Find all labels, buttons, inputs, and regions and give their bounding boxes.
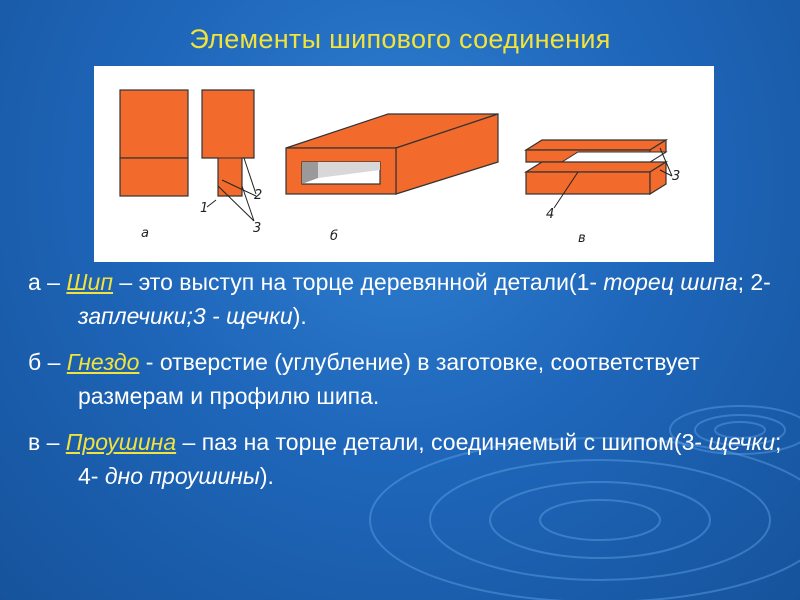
label-b: б <box>330 229 338 244</box>
part-a-blocks <box>119 89 255 197</box>
joint-elements-figure: а 1 2 3 б 3 4 <box>94 66 714 262</box>
definitions-text: а – Шип – это выступ на торце деревянной… <box>28 265 788 505</box>
term-tenon: Шип <box>66 269 113 295</box>
term-mortise: Гнездо <box>66 349 140 375</box>
item-text: ). <box>259 463 274 489</box>
item-text: ; 4- <box>78 429 782 489</box>
label-2: 2 <box>254 188 262 203</box>
item-italic: торец шипа <box>603 269 738 295</box>
part-a-leaders <box>206 157 257 222</box>
label-1: 1 <box>200 201 208 216</box>
item-text: ; 2- <box>737 269 771 295</box>
item-text: – это выступ на торце деревянной детали(… <box>113 269 604 295</box>
definition-bridle: в – Проушина – паз на торце детали, соед… <box>28 425 788 493</box>
slide-title: Элементы шипового соединения <box>189 24 611 54</box>
label-a: а <box>141 226 149 241</box>
item-letter: а <box>28 269 41 295</box>
bridle-block <box>523 138 669 196</box>
item-italic: дно проушины <box>104 463 260 489</box>
item-text: - отверстие (углубление) в заготовке, со… <box>78 349 700 409</box>
bridle-leaders <box>553 147 673 209</box>
item-dash: – <box>40 269 67 295</box>
item-dash: – <box>41 349 67 375</box>
item-text: ). <box>292 303 307 329</box>
mortise-block <box>285 113 499 195</box>
definition-mortise: б – Гнездо - отверстие (углубление) в за… <box>28 345 788 413</box>
term-bridle: Проушина <box>65 429 177 455</box>
item-italic: щечки <box>708 429 776 455</box>
item-dash: – <box>40 429 66 455</box>
label-3-v: 3 <box>672 169 680 184</box>
label-3-a: 3 <box>253 221 261 236</box>
label-4: 4 <box>546 207 554 222</box>
item-italic: заплечики;3 - щечки <box>78 303 293 329</box>
definition-tenon: а – Шип – это выступ на торце деревянной… <box>28 265 788 333</box>
item-text: – паз на торце детали, соединяемый с шип… <box>176 429 709 455</box>
item-letter: в <box>28 429 41 455</box>
label-v: в <box>578 231 586 246</box>
item-letter: б <box>28 349 42 375</box>
joint-diagram: а 1 2 3 б 3 4 <box>119 89 680 246</box>
